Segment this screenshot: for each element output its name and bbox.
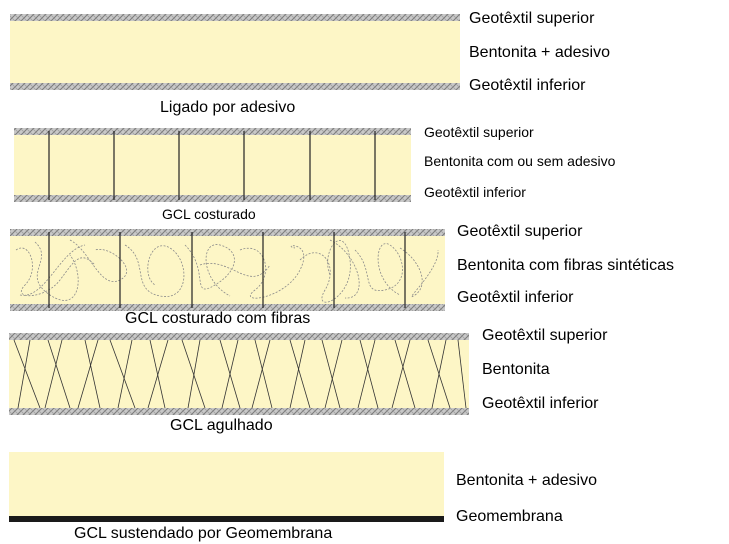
needle-fibers xyxy=(13,339,467,409)
label-bentonite: Bentonita com ou sem adesivo xyxy=(424,153,616,169)
bottom-geotextile-layer xyxy=(9,408,469,415)
label-bentonite: Bentonita com fibras sintéticas xyxy=(457,257,674,274)
caption-stitched: GCL costurado xyxy=(162,206,256,222)
bentonite-layer xyxy=(10,236,445,304)
label-bottom-geotextile: Geotêxtil inferior xyxy=(457,289,574,306)
panel-needle-punched xyxy=(9,333,469,415)
top-geotextile-layer xyxy=(10,229,445,236)
label-bentonite: Bentonita + adesivo xyxy=(456,472,597,489)
bottom-geotextile-layer xyxy=(14,195,411,202)
panel-geomembrane-backed xyxy=(9,452,444,522)
label-top-geotextile: Geotêxtil superior xyxy=(469,10,595,27)
label-top-geotextile: Geotêxtil superior xyxy=(424,124,534,140)
bentonite-layer xyxy=(9,340,469,408)
caption-geomembrane-backed: GCL sustendado por Geomembrana xyxy=(74,525,333,542)
label-bottom-geotextile: Geotêxtil inferior xyxy=(482,395,599,412)
panel-adhesive-bonded xyxy=(10,14,460,90)
bentonite-layer xyxy=(10,21,460,83)
label-bottom-geotextile: Geotêxtil inferior xyxy=(424,184,526,200)
label-bottom-geotextile: Geotêxtil inferior xyxy=(469,77,586,94)
caption-needle-punched: GCL agulhado xyxy=(170,417,273,434)
bottom-geotextile-layer xyxy=(10,83,460,90)
bottom-geotextile-layer xyxy=(10,304,445,311)
caption-stitched-fibers: GCL costurado com fibras xyxy=(125,310,311,327)
bentonite-layer xyxy=(9,452,444,516)
label-top-geotextile: Geotêxtil superior xyxy=(482,327,608,344)
top-geotextile-layer xyxy=(10,14,460,21)
caption-adhesive-bonded: Ligado por adesivo xyxy=(160,99,296,116)
stitch-lines xyxy=(48,232,406,308)
label-bentonite: Bentonita + adesivo xyxy=(469,44,610,61)
label-geomembrane: Geomembrana xyxy=(456,508,563,525)
top-geotextile-layer xyxy=(9,333,469,340)
panel-stitched xyxy=(14,128,411,202)
top-geotextile-layer xyxy=(14,128,411,135)
label-top-geotextile: Geotêxtil superior xyxy=(457,223,583,240)
label-bentonite: Bentonita xyxy=(482,361,550,378)
panel-stitched-fibers xyxy=(10,229,445,311)
bentonite-layer xyxy=(14,135,411,195)
geomembrane-layer xyxy=(9,516,444,522)
stitch-lines xyxy=(48,131,376,200)
